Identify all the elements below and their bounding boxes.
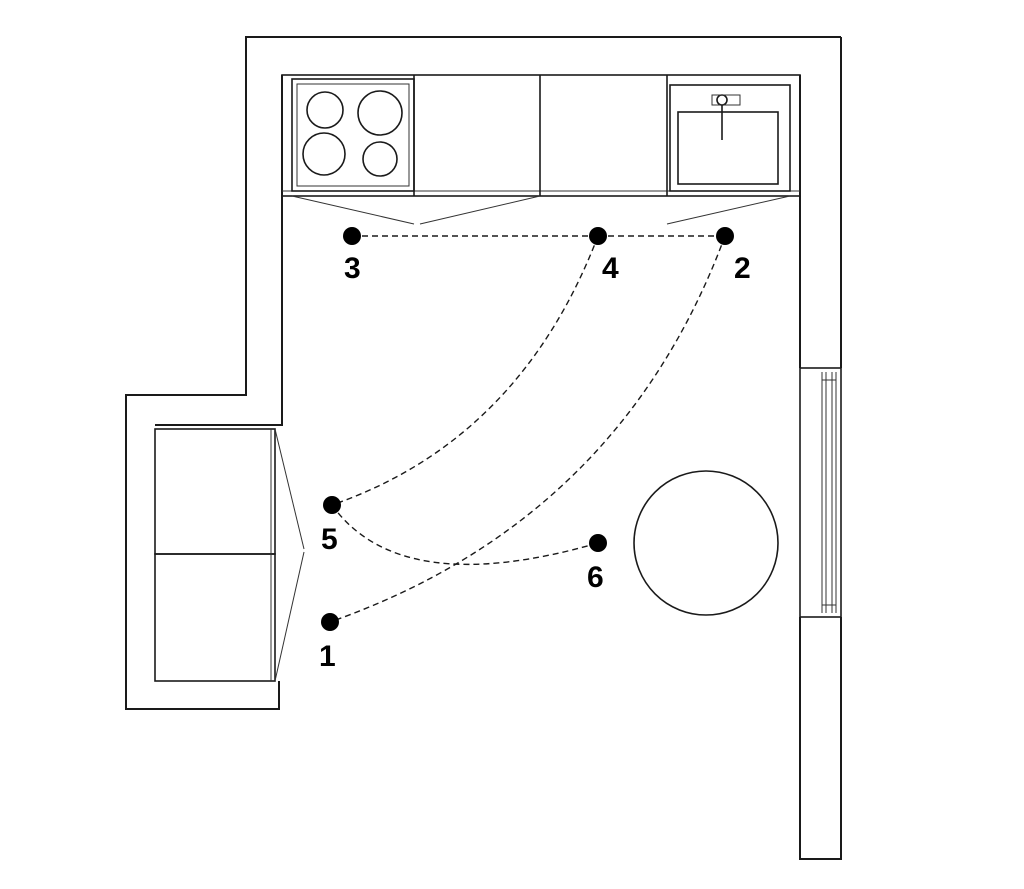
burner-icon-bottom-right <box>362 141 398 177</box>
outer-wall <box>125 36 827 710</box>
top-cabinet-door-swings <box>291 195 791 225</box>
door-swing-1b <box>419 195 541 225</box>
point-4-label: 4 <box>602 252 619 285</box>
point-4: 4 <box>589 227 619 285</box>
faucet-icon <box>716 94 728 106</box>
counter-body <box>281 74 801 197</box>
point-3-dot <box>343 227 361 245</box>
door-swing-1a <box>291 195 415 225</box>
point-2-label: 2 <box>734 252 751 285</box>
point-1-label: 1 <box>319 640 336 673</box>
round-table <box>633 470 779 616</box>
faucet-handle <box>711 94 741 106</box>
left-cabinet-upper <box>154 428 276 555</box>
point-5: 5 <box>321 496 341 556</box>
point-1: 1 <box>319 613 339 673</box>
point-4-dot <box>589 227 607 245</box>
point-5-dot <box>323 496 341 514</box>
door-swing-2 <box>666 195 791 225</box>
point-6-dot <box>589 534 607 552</box>
point-5-label: 5 <box>321 523 338 556</box>
left-cabinets <box>154 428 305 682</box>
point-2-dot <box>716 227 734 245</box>
path-5-6 <box>331 504 599 566</box>
movement-paths <box>329 235 726 623</box>
burner-icon-top-left <box>306 91 344 129</box>
burner-icon-bottom-left <box>302 132 346 176</box>
point-3: 3 <box>343 227 361 285</box>
top-counter <box>281 74 801 197</box>
window-frame <box>799 367 842 618</box>
point-1-dot <box>321 613 339 631</box>
sink-basin <box>677 111 779 185</box>
stove-cabinet <box>291 78 415 192</box>
points: 1 2 3 4 5 6 <box>319 227 751 673</box>
point-2: 2 <box>716 227 751 285</box>
left-cabinet-lower <box>154 553 276 682</box>
inner-wall-left <box>155 75 283 426</box>
point-3-label: 3 <box>344 252 361 285</box>
burner-icon-top-right <box>357 90 403 136</box>
point-6-label: 6 <box>587 561 604 594</box>
path-4-5 <box>331 235 599 506</box>
stove-top <box>296 83 410 187</box>
left-door-swing-1 <box>274 428 305 550</box>
sink-cabinet <box>669 84 791 192</box>
point-6: 6 <box>587 534 607 594</box>
window <box>799 367 842 618</box>
walls <box>125 36 842 860</box>
left-door-swing-2 <box>274 551 305 682</box>
path-2-1 <box>329 235 726 623</box>
right-wall-lower <box>799 617 842 860</box>
